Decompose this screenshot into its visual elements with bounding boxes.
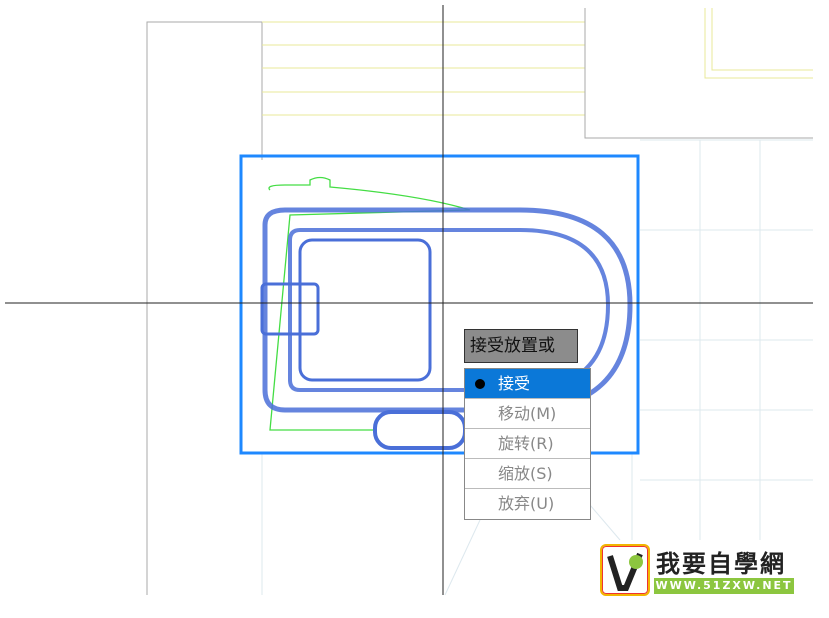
crosshair-cursor xyxy=(5,5,813,595)
logo-name: 我要自學網 xyxy=(656,550,786,578)
menu-item-label: 旋转(R) xyxy=(498,434,554,453)
menu-item-label: 移动(M) xyxy=(498,404,557,423)
menu-item-rotate[interactable]: 旋转(R) xyxy=(465,429,590,459)
bullet-icon xyxy=(475,379,485,389)
menu-item-scale[interactable]: 缩放(S) xyxy=(465,459,590,489)
context-menu: 接受 移动(M) 旋转(R) 缩放(S) 放弃(U) xyxy=(464,368,591,520)
menu-item-label: 放弃(U) xyxy=(498,494,555,513)
watermark-logo: 我要自學網 WWW.51ZXW.NET xyxy=(600,544,796,596)
selection-box xyxy=(239,154,640,455)
logo-url: WWW.51ZXW.NET xyxy=(654,578,794,594)
menu-item-label: 缩放(S) xyxy=(498,464,553,483)
command-prompt-tooltip: 接受放置或 xyxy=(464,329,578,363)
menu-item-move[interactable]: 移动(M) xyxy=(465,399,590,429)
background-linework xyxy=(146,8,813,596)
logo-v-icon xyxy=(600,544,650,596)
menu-item-label: 接受 xyxy=(498,374,531,393)
menu-item-accept[interactable]: 接受 xyxy=(465,369,590,399)
menu-item-undo[interactable]: 放弃(U) xyxy=(465,489,590,519)
